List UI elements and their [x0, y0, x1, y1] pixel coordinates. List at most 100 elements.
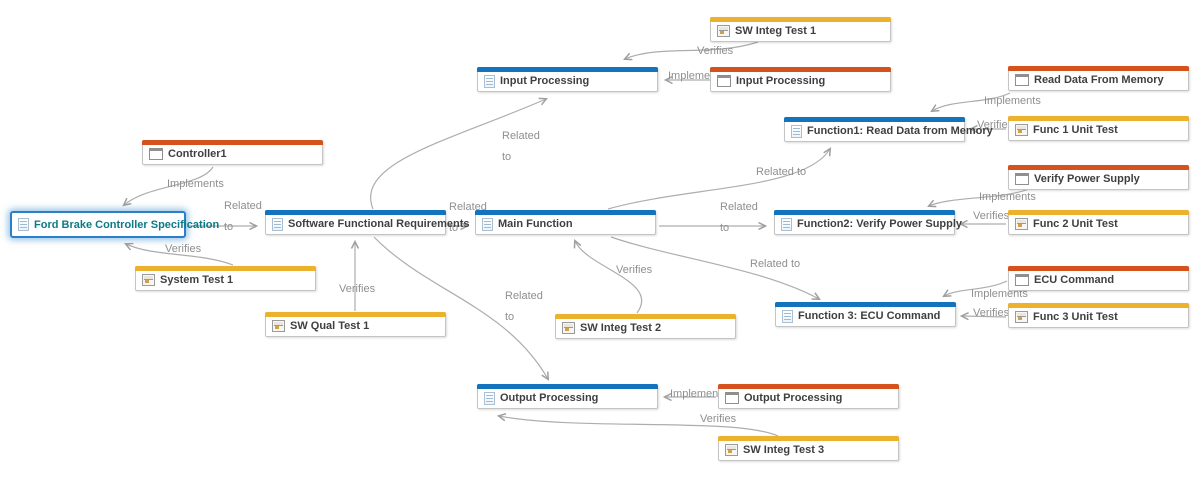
node-func-1-unit-test[interactable]: Func 1 Unit Test — [1008, 116, 1189, 141]
node-software-functional-requirements[interactable]: Software Functional Requirements — [265, 210, 470, 235]
implementation-color-bar — [710, 67, 891, 72]
edge-verifies-swit3[interactable] — [496, 413, 779, 437]
node-label: SW Integ Test 1 — [735, 25, 817, 37]
node-label: Func 1 Unit Test — [1033, 124, 1118, 136]
edge-related-sfr-input[interactable] — [370, 97, 548, 210]
node-output-processing-requirement[interactable]: Output Processing — [477, 384, 658, 409]
test-harness-icon — [1015, 311, 1028, 323]
edge-verifies-swit2[interactable] — [573, 239, 643, 314]
node-sw-integ-test-3[interactable]: SW Integ Test 3 — [718, 436, 899, 461]
requirement-color-bar — [774, 210, 955, 215]
requirement-color-bar — [775, 302, 956, 307]
test-color-bar — [555, 314, 736, 319]
simulink-window-icon — [717, 75, 731, 87]
node-label: Output Processing — [500, 392, 599, 404]
test-harness-icon — [272, 320, 285, 332]
node-label: SW Integ Test 3 — [743, 444, 825, 456]
edge-verifies-systest1[interactable] — [124, 242, 234, 266]
requirement-color-bar — [477, 67, 658, 72]
requirement-doc-icon — [272, 217, 283, 231]
implementation-color-bar — [1008, 266, 1189, 271]
test-harness-icon — [725, 444, 738, 456]
edge-label: Verifies — [165, 243, 202, 255]
edge-verifies-swit1[interactable] — [622, 41, 759, 61]
node-sw-integ-test-2[interactable]: SW Integ Test 2 — [555, 314, 736, 339]
node-read-data-from-memory[interactable]: Read Data From Memory — [1008, 66, 1189, 91]
test-color-bar — [135, 266, 316, 271]
requirement-doc-icon — [482, 217, 493, 231]
node-func-2-unit-test[interactable]: Func 2 Unit Test — [1008, 210, 1189, 235]
requirement-color-bar — [475, 210, 656, 215]
test-harness-icon — [562, 322, 575, 334]
requirement-doc-icon — [18, 218, 29, 231]
edge-related-main-f1[interactable] — [607, 147, 832, 210]
node-label: Controller1 — [168, 148, 227, 160]
node-label: Function2: Verify Power Supply — [797, 218, 963, 230]
test-harness-icon — [1015, 218, 1028, 230]
edge-implements-ecu[interactable] — [942, 280, 1008, 298]
simulink-window-icon — [149, 148, 163, 160]
node-system-test-1[interactable]: System Test 1 — [135, 266, 316, 291]
edge-implements-rdfm[interactable] — [930, 92, 1011, 113]
simulink-window-icon — [1015, 74, 1029, 86]
edge-label: Implements — [971, 288, 1028, 300]
node-label: ECU Command — [1034, 274, 1115, 286]
edge-label: Implements — [167, 178, 224, 190]
node-function-3-ecu-command[interactable]: Function 3: ECU Command — [775, 302, 956, 327]
node-output-processing-implementation[interactable]: Output Processing — [718, 384, 899, 409]
edge-implements-vps[interactable] — [927, 188, 1030, 208]
implementation-color-bar — [142, 140, 323, 145]
node-label: Function1: Read Data from Memory — [807, 125, 993, 137]
edge-related-main-f3[interactable] — [610, 236, 821, 301]
node-sw-integ-test-1[interactable]: SW Integ Test 1 — [710, 17, 891, 42]
node-label: Ford Brake Controller Specification — [34, 218, 220, 231]
edge-label: Implements — [670, 388, 727, 400]
edge-label: Verifies — [973, 307, 1010, 319]
edge-label: Verifies — [977, 119, 1014, 131]
node-label: SW Integ Test 2 — [580, 322, 662, 334]
requirement-color-bar — [784, 117, 965, 122]
edge-related-sfr-output[interactable] — [373, 236, 550, 381]
edge-label: Verifies — [973, 210, 1010, 222]
implementation-color-bar — [1008, 66, 1189, 71]
node-ecu-command[interactable]: ECU Command — [1008, 266, 1189, 291]
node-func-3-unit-test[interactable]: Func 3 Unit Test — [1008, 303, 1189, 328]
edge-label: Implements — [984, 95, 1041, 107]
implementation-color-bar — [1008, 165, 1189, 170]
requirement-doc-icon — [791, 124, 802, 138]
node-verify-power-supply[interactable]: Verify Power Supply — [1008, 165, 1189, 190]
edge-label: Related to — [505, 290, 543, 323]
node-label: Verify Power Supply — [1034, 173, 1140, 185]
edge-label: Implements — [979, 191, 1036, 203]
test-harness-icon — [717, 25, 730, 37]
node-label: Input Processing — [736, 75, 826, 87]
edge-label: Verifies — [339, 283, 376, 295]
edge-label: Related to — [750, 258, 801, 270]
requirement-doc-icon — [782, 309, 793, 323]
edge-label: Verifies — [697, 45, 734, 57]
simulink-window-icon — [1015, 274, 1029, 286]
node-label: Function 3: ECU Command — [798, 310, 941, 322]
edge-implements-ctrl1[interactable] — [122, 166, 214, 207]
test-color-bar — [1008, 116, 1189, 121]
requirement-doc-icon — [781, 217, 792, 231]
node-main-function[interactable]: Main Function — [475, 210, 656, 235]
edge-label: Related to — [502, 130, 540, 163]
edge-label: Related to — [720, 201, 758, 234]
node-function2-verify-power-supply[interactable]: Function2: Verify Power Supply — [774, 210, 962, 235]
node-sw-qual-test-1[interactable]: SW Qual Test 1 — [265, 312, 446, 337]
node-label: System Test 1 — [160, 274, 234, 286]
node-label: Input Processing — [500, 75, 590, 87]
requirement-color-bar — [265, 210, 446, 215]
node-input-processing-requirement[interactable]: Input Processing — [477, 67, 658, 92]
node-ford-brake-controller-specification[interactable]: Ford Brake Controller Specification — [10, 211, 219, 238]
edge-verifies-f3ut[interactable] — [959, 311, 1007, 321]
node-controller1[interactable]: Controller1 — [142, 140, 323, 165]
node-function1-read-data-from-memory[interactable]: Function1: Read Data from Memory — [784, 117, 993, 142]
node-input-processing-implementation[interactable]: Input Processing — [710, 67, 891, 92]
node-label: Output Processing — [744, 392, 843, 404]
node-label: Main Function — [498, 218, 573, 230]
edge-label: Related to — [756, 166, 807, 178]
